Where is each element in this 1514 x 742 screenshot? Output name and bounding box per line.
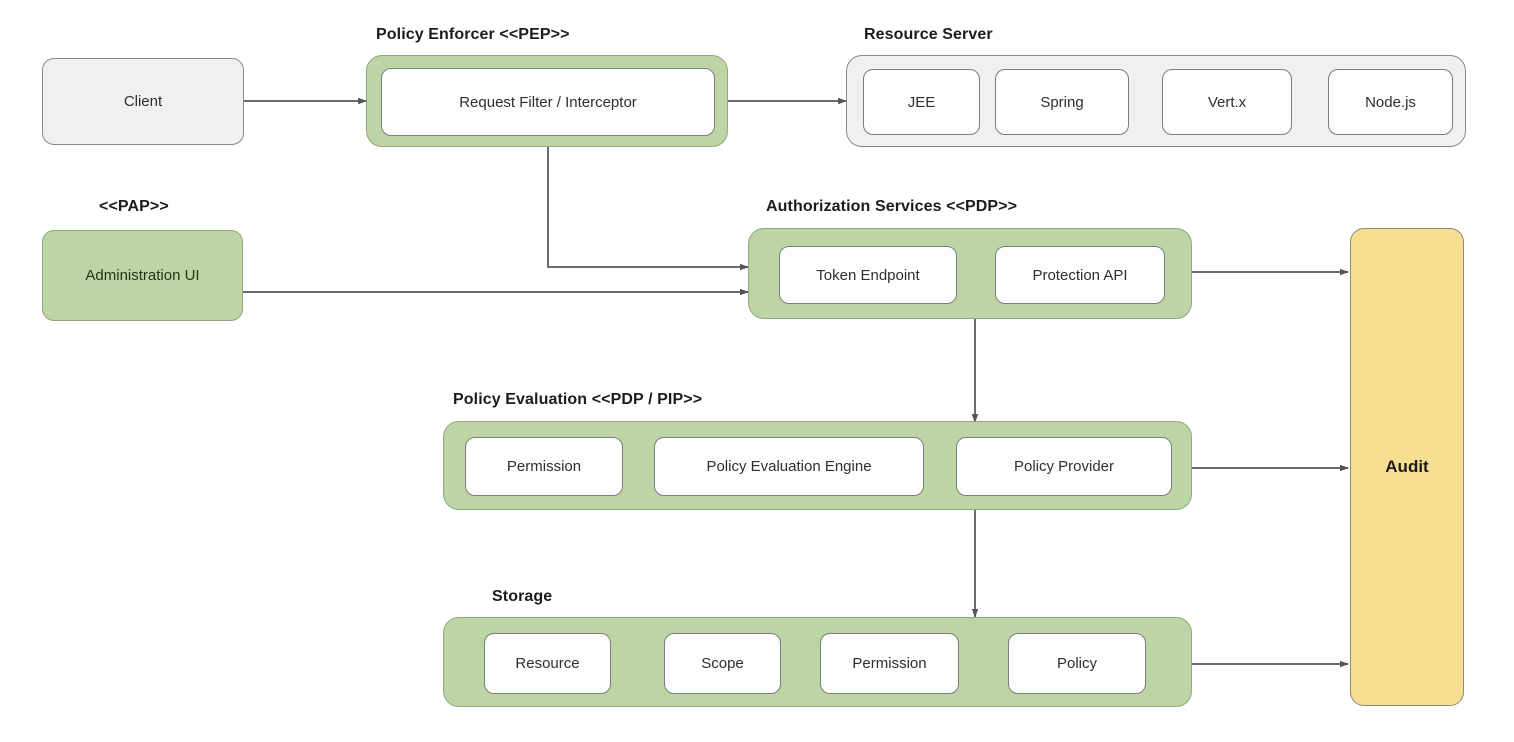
storage-item-resource[interactable]: Resource xyxy=(484,633,611,694)
administration-ui-box[interactable]: Administration UI xyxy=(42,230,243,321)
storage-item-scope[interactable]: Scope xyxy=(664,633,781,694)
protection-api-box[interactable]: Protection API xyxy=(995,246,1165,304)
policy-enforcer-group[interactable]: Request Filter / Interceptor xyxy=(366,55,728,147)
authorization-services-group[interactable]: Token Endpoint Protection API xyxy=(748,228,1192,319)
audit-box[interactable]: Audit xyxy=(1350,228,1464,706)
policy-enforcer-title: Policy Enforcer <<PEP>> xyxy=(376,26,570,43)
policy-evaluation-group[interactable]: Permission Policy Evaluation Engine Poli… xyxy=(443,421,1192,510)
storage-item-policy[interactable]: Policy xyxy=(1008,633,1146,694)
storage-title: Storage xyxy=(492,588,553,605)
resource-server-item-spring[interactable]: Spring xyxy=(995,69,1129,135)
policy-evaluation-item-permission[interactable]: Permission xyxy=(465,437,623,496)
wire-pep-to-authz xyxy=(547,147,749,271)
request-filter-interceptor-box[interactable]: Request Filter / Interceptor xyxy=(381,68,715,136)
resource-server-item-nodejs[interactable]: Node.js xyxy=(1328,69,1453,135)
authorization-services-title: Authorization Services <<PDP>> xyxy=(766,198,1018,215)
token-endpoint-box[interactable]: Token Endpoint xyxy=(779,246,957,304)
policy-provider-box[interactable]: Policy Provider xyxy=(956,437,1172,496)
storage-item-permission[interactable]: Permission xyxy=(820,633,959,694)
policy-evaluation-title: Policy Evaluation <<PDP / PIP>> xyxy=(453,391,703,408)
client-box[interactable]: Client xyxy=(42,58,244,145)
resource-server-item-vertx[interactable]: Vert.x xyxy=(1162,69,1292,135)
resource-server-title: Resource Server xyxy=(864,26,993,43)
storage-group[interactable]: Resource Scope Permission Policy xyxy=(443,617,1192,707)
pap-title: <<PAP>> xyxy=(99,198,169,215)
resource-server-group[interactable]: JEE Spring Vert.x Node.js xyxy=(846,55,1466,147)
policy-evaluation-engine-box[interactable]: Policy Evaluation Engine xyxy=(654,437,924,496)
resource-server-item-jee[interactable]: JEE xyxy=(863,69,980,135)
